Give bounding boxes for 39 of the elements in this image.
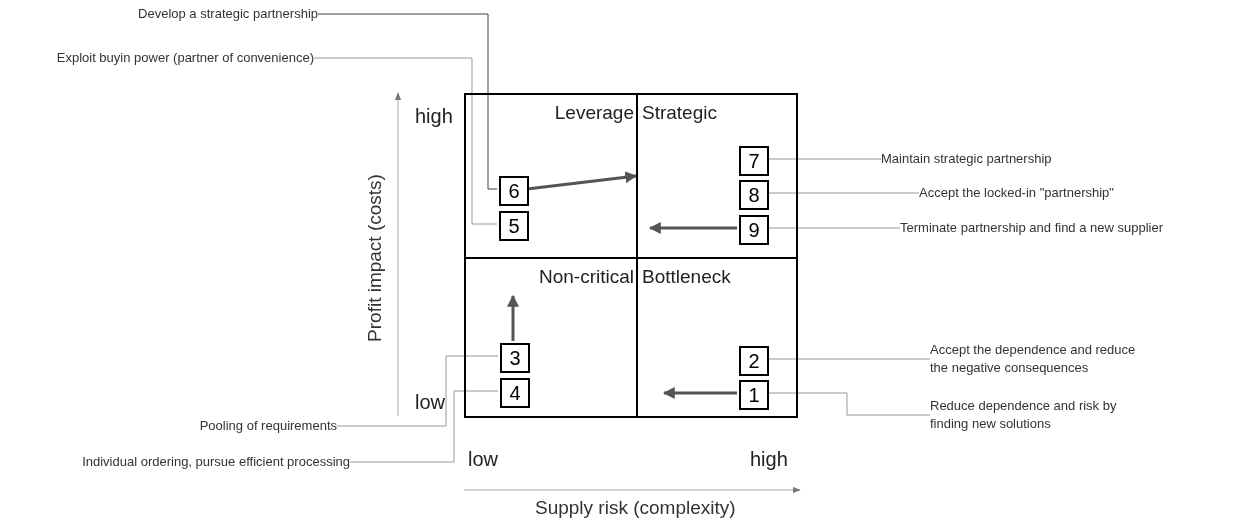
number-box: 2 bbox=[739, 346, 769, 376]
arrow bbox=[648, 222, 737, 234]
callout-text: Maintain strategic partnership bbox=[881, 151, 1121, 167]
number-box: 1 bbox=[739, 380, 769, 410]
axis-label: low bbox=[415, 390, 445, 415]
arrow bbox=[507, 294, 519, 341]
leader-line bbox=[349, 390, 499, 463]
quadrant-title: Strategic bbox=[642, 101, 717, 125]
quadrant-box bbox=[464, 257, 638, 418]
axis-label: high bbox=[415, 104, 453, 129]
callout-text: Individual ordering, pursue efficient processing bbox=[6, 454, 350, 470]
axis-title: Supply risk (complexity) bbox=[535, 496, 736, 520]
number-box: 6 bbox=[499, 176, 529, 206]
callout-text: Develop a strategic partnership bbox=[60, 6, 318, 22]
quadrant-title: Non-critical bbox=[538, 265, 634, 289]
number-box: 3 bbox=[500, 343, 530, 373]
quadrant-title: Leverage bbox=[554, 101, 634, 125]
axis-label: high bbox=[750, 447, 788, 472]
number-box: 7 bbox=[739, 146, 769, 176]
leader-line bbox=[336, 355, 499, 427]
callout-text: Accept the dependence and reduce the negative consequences bbox=[930, 341, 1145, 377]
axis-title: Profit impact (costs) bbox=[363, 174, 387, 342]
number-box: 9 bbox=[739, 215, 769, 245]
callout-text: Accept the locked-in "partnership" bbox=[919, 185, 1179, 201]
number-box: 4 bbox=[500, 378, 530, 408]
leader-line bbox=[313, 57, 498, 225]
leader-line bbox=[317, 13, 498, 190]
quadrant-box bbox=[464, 93, 638, 259]
quadrant-box bbox=[636, 257, 798, 418]
number-box: 5 bbox=[499, 211, 529, 241]
quadrant-box bbox=[636, 93, 798, 259]
callout-text: Exploit buyin power (partner of convenience) bbox=[4, 50, 314, 66]
number-box: 8 bbox=[739, 180, 769, 210]
axis-label: low bbox=[468, 447, 498, 472]
callout-text: Pooling of requirements bbox=[120, 418, 337, 434]
callout-text: Reduce dependence and risk by finding new solutions bbox=[930, 397, 1145, 433]
callout-text: Terminate partnership and find a new supplier bbox=[900, 220, 1225, 236]
quadrant-title: Bottleneck bbox=[642, 265, 731, 289]
arrow bbox=[662, 387, 737, 399]
